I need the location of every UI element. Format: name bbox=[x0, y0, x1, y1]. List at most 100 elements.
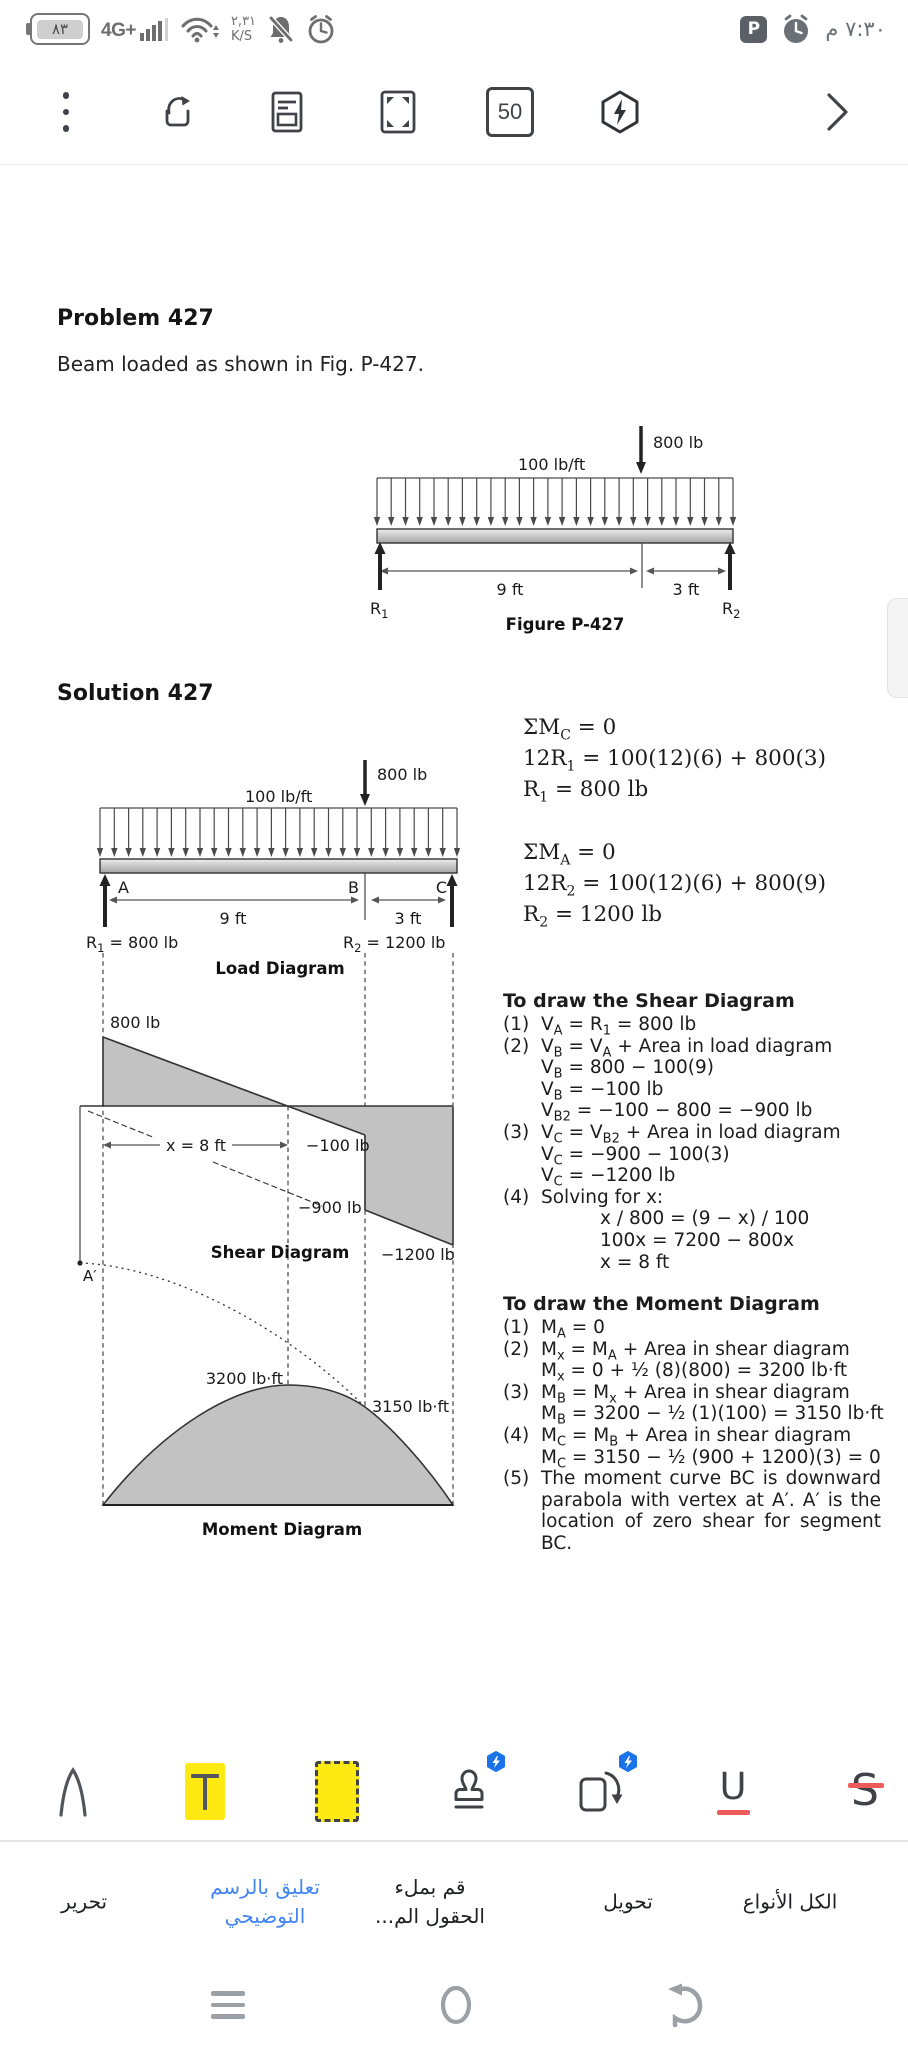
stamp-icon bbox=[454, 1769, 484, 1809]
action-edit[interactable]: تحرير bbox=[60, 1889, 108, 1914]
shear-steps: To draw the Shear Diagram (1)VA = R1 = 8… bbox=[503, 990, 889, 1273]
reader-view-button[interactable] bbox=[263, 88, 311, 136]
text-highlight-button[interactable] bbox=[176, 1759, 234, 1823]
equation: ΣMC = 0 bbox=[523, 715, 617, 744]
signal-bars-icon bbox=[139, 18, 168, 41]
r1-arrow bbox=[99, 874, 111, 886]
battery-icon: ٨٣ bbox=[26, 13, 90, 45]
flash-actions-button[interactable] bbox=[596, 88, 644, 136]
r2-value-label: R2 = 1200 lb bbox=[343, 933, 445, 955]
shear-vb-label: −100 lb bbox=[306, 1136, 370, 1155]
alarm-set-icon bbox=[308, 15, 334, 44]
action-convert[interactable]: تحويل bbox=[603, 1889, 653, 1914]
stamp-button[interactable] bbox=[440, 1751, 505, 1823]
pen-tool-button[interactable] bbox=[44, 1759, 102, 1823]
point-load-arrow bbox=[636, 462, 646, 474]
r2-arrow bbox=[724, 542, 736, 554]
step-line: VA = R1 = 800 lb bbox=[541, 1014, 697, 1039]
moment-max-label: 3200 lb·ft bbox=[206, 1369, 283, 1388]
back-icon bbox=[668, 1983, 703, 2028]
equation: ΣMA = 0 bbox=[523, 840, 616, 869]
udl-label: 100 lb/ft bbox=[518, 455, 585, 474]
network-speed: ٢,٣١ K/S bbox=[231, 14, 256, 44]
underline-button[interactable]: U bbox=[704, 1759, 762, 1823]
beam bbox=[99, 858, 458, 874]
share-button[interactable] bbox=[153, 88, 201, 136]
step-line: MA = 0 bbox=[541, 1317, 605, 1342]
step-line: Solving for x: bbox=[541, 1186, 664, 1208]
point-b-label: B bbox=[348, 878, 359, 897]
flash-hexagon-icon bbox=[601, 90, 639, 134]
step-line: Mx = MA + Area in shear diagram bbox=[541, 1338, 850, 1364]
step-line: MB = 3200 − ½ (1)(100) = 3150 lb·ft bbox=[541, 1403, 884, 1429]
r1-arrow bbox=[374, 542, 386, 554]
step-line: MB = Mx + Area in shear diagram bbox=[541, 1381, 850, 1407]
step-line: x / 800 = (9 − x) / 100 bbox=[600, 1208, 810, 1230]
action-labels-row: تحرير تعليق بالرسم التوضيحي قم بملء الحق… bbox=[0, 1852, 908, 1952]
parabola-extension-curve bbox=[79, 1262, 366, 1408]
recents-button[interactable] bbox=[202, 1979, 254, 2031]
more-menu-icon bbox=[62, 92, 70, 132]
text-highlight-icon bbox=[185, 1762, 225, 1820]
span-left-label: 9 ft bbox=[497, 580, 524, 599]
top-toolbar: 50 bbox=[0, 60, 908, 165]
shear-negative-area bbox=[288, 1106, 453, 1245]
equation: R2 = 1200 lb bbox=[523, 902, 662, 931]
shear-va-label: 800 lb bbox=[110, 1013, 160, 1032]
network-type-label: 4G+ bbox=[101, 20, 136, 41]
load-diagram-caption: Load Diagram bbox=[215, 959, 344, 978]
next-page-button[interactable] bbox=[813, 88, 861, 136]
shear-steps-title: To draw the Shear Diagram bbox=[503, 990, 795, 1012]
rotate-page-button[interactable] bbox=[572, 1751, 637, 1823]
solution-heading: Solution 427 bbox=[57, 681, 214, 706]
moment-area bbox=[101, 1384, 455, 1506]
fit-page-icon bbox=[380, 90, 416, 134]
recents-menu-icon bbox=[211, 1991, 245, 2019]
point-load-arrow bbox=[360, 794, 370, 806]
zero-shear-x-label: x = 8 ft bbox=[166, 1136, 226, 1155]
share-icon bbox=[165, 96, 190, 127]
home-icon bbox=[440, 1985, 472, 2025]
speed-value: ٢,٣١ bbox=[230, 14, 257, 29]
action-all-types[interactable]: الكل الأنواع bbox=[742, 1889, 838, 1914]
strikethrough-button[interactable]: S bbox=[836, 1759, 894, 1823]
back-button[interactable] bbox=[657, 1979, 709, 2031]
notifications-muted-icon bbox=[269, 16, 294, 43]
divider bbox=[0, 1840, 908, 1842]
scrollbar-handle[interactable] bbox=[887, 598, 908, 698]
zoom-level-button[interactable]: 50 bbox=[486, 87, 534, 137]
shear-diagram-caption: Shear Diagram bbox=[211, 1243, 350, 1262]
equation: 12R1 = 100(12)(6) + 800(3) bbox=[523, 746, 826, 775]
area-highlight-button[interactable] bbox=[308, 1759, 366, 1823]
moment-steps-title: To draw the Moment Diagram bbox=[503, 1293, 820, 1315]
action-fill-fields[interactable]: قم بملء الحقول الم... bbox=[375, 1875, 485, 1928]
action-annotate[interactable]: تعليق بالرسم التوضيحي bbox=[210, 1875, 320, 1928]
moment-b-label: 3150 lb·ft bbox=[372, 1397, 449, 1416]
battery-percent: ٨٣ bbox=[37, 19, 83, 39]
app-notification-badge: P bbox=[740, 15, 768, 43]
ai-badge-icon bbox=[619, 1751, 637, 1772]
navigation-bar bbox=[0, 1962, 908, 2048]
equation: R1 = 800 lb bbox=[523, 777, 649, 806]
distributed-load-arrows bbox=[373, 477, 737, 527]
step-line: VC = −1200 lb bbox=[541, 1165, 676, 1190]
r2-arrow bbox=[446, 874, 458, 886]
problem-heading: Problem 427 bbox=[57, 306, 214, 331]
step-line: 100x = 7200 − 800x bbox=[600, 1229, 795, 1251]
equilibrium-equations: ΣMC = 0 12R1 = 100(12)(6) + 800(3) R1 = … bbox=[523, 712, 826, 930]
span-left-label: 9 ft bbox=[220, 909, 247, 928]
chevron-right-icon bbox=[827, 93, 848, 131]
reader-view-icon bbox=[271, 91, 303, 133]
home-button[interactable] bbox=[430, 1979, 482, 2031]
more-menu-button[interactable] bbox=[42, 88, 90, 136]
step-line: MC = 3150 − ½ (900 + 1200)(3) = 0 bbox=[541, 1446, 881, 1472]
pen-icon bbox=[59, 1767, 87, 1817]
point-load-label: 800 lb bbox=[377, 765, 427, 784]
wifi-icon bbox=[181, 17, 219, 43]
step-line: VB2 = −100 − 800 = −900 lb bbox=[541, 1100, 813, 1126]
fit-page-button[interactable] bbox=[374, 88, 422, 136]
point-load-label: 800 lb bbox=[653, 433, 703, 452]
problem-body: Beam loaded as shown in Fig. P-427. bbox=[57, 352, 424, 376]
zoom-level-badge: 50 bbox=[486, 87, 534, 137]
